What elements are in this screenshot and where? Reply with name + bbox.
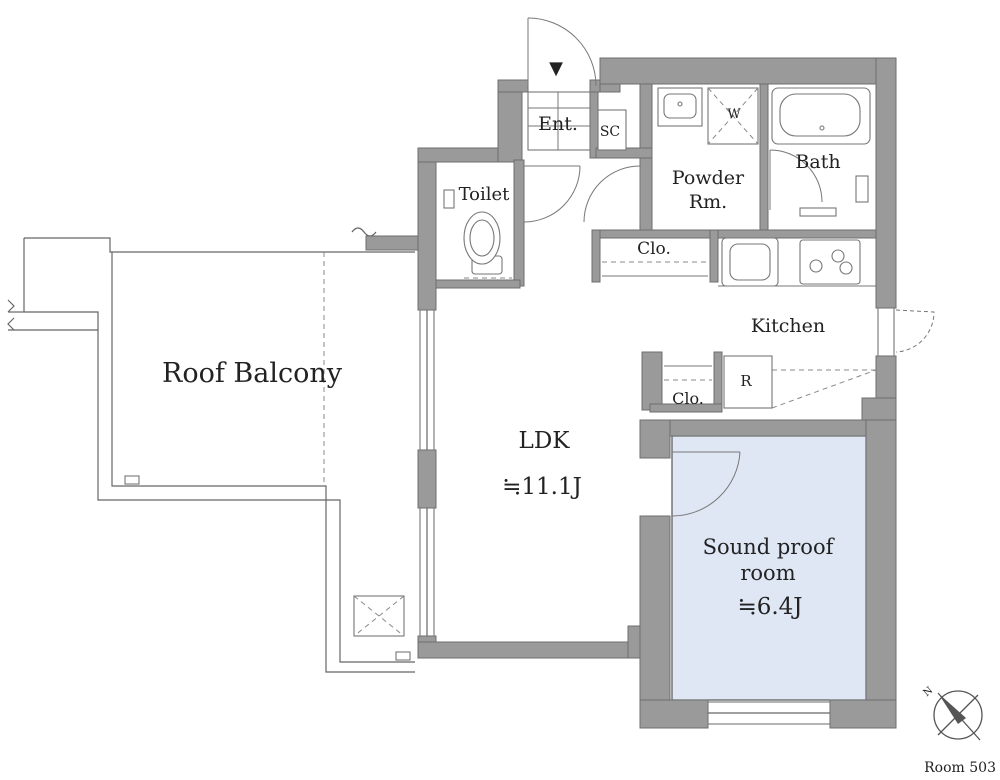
walls xyxy=(365,57,897,729)
entrance-label: Ent. xyxy=(538,113,578,135)
ldk-label: LDK xyxy=(519,428,571,454)
powder-room-label-2: Rm. xyxy=(689,191,727,213)
shoe-closet-label: SC xyxy=(600,124,620,140)
closet-lower-label: Clo. xyxy=(672,389,704,408)
entry-arrow: ▼ xyxy=(549,58,563,79)
fixtures xyxy=(443,87,877,409)
doors xyxy=(523,17,935,517)
compass xyxy=(933,690,983,741)
washer-label: W xyxy=(727,107,741,122)
kitchen-label: Kitchen xyxy=(751,315,825,337)
shoe-closet xyxy=(597,109,627,151)
refrigerator-label: R xyxy=(740,372,752,390)
compass-north-label: N xyxy=(922,685,936,699)
windows xyxy=(419,307,895,725)
closet-upper-label: Clo. xyxy=(637,239,671,259)
toilet-label: Toilet xyxy=(459,184,511,205)
roof-balcony-outline xyxy=(7,227,415,673)
roof-balcony-label: Roof Balcony xyxy=(162,358,343,389)
sound-proof-area: ≒6.4J xyxy=(737,594,802,620)
sound-proof-label-1: Sound proof xyxy=(703,535,836,559)
cooktop xyxy=(799,239,861,285)
room-number: Room 503 xyxy=(924,760,996,776)
sound-proof-label-2: room xyxy=(740,561,795,585)
sound-proof-room-floor xyxy=(671,435,867,701)
powder-room-label-1: Powder xyxy=(672,167,745,189)
refrigerator-space xyxy=(723,355,773,409)
bath-label: Bath xyxy=(795,151,840,173)
ldk-area: ≒11.1J xyxy=(502,474,582,500)
